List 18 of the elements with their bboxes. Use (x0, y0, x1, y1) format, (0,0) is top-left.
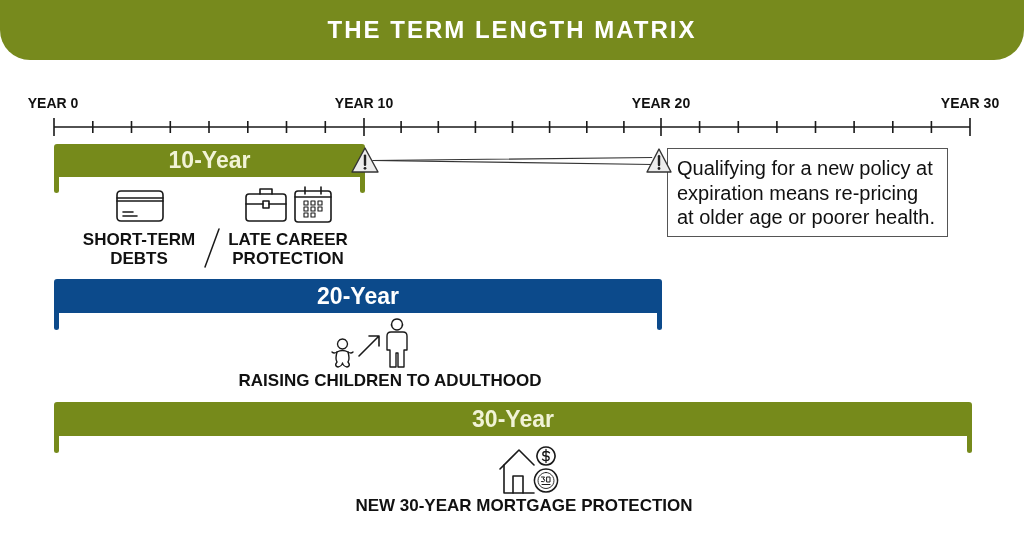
term-bar (54, 279, 662, 330)
axis-label: YEAR 20 (631, 95, 691, 111)
title-banner: THE TERM LENGTH MATRIX (0, 0, 1024, 60)
purpose-label: SHORT-TERM DEBTS (81, 230, 197, 268)
axis-label: YEAR 30 (940, 95, 1000, 111)
bar-title: 20-Year (317, 282, 399, 311)
axis-label: YEAR 10 (334, 95, 394, 111)
purpose-label: LATE CAREER PROTECTION (227, 230, 349, 268)
purpose-label: RAISING CHILDREN TO ADULTHOOD (238, 371, 542, 390)
purpose-label: NEW 30-YEAR MORTGAGE PROTECTION (355, 496, 693, 515)
bar-title: 30-Year (472, 405, 554, 434)
axis-label: YEAR 0 (27, 95, 79, 111)
term-bar (54, 144, 365, 193)
callout-box: Qualifying for a new policy at expiration means re-pricing at older age or poorer health. (667, 148, 948, 237)
term-bar (54, 402, 972, 453)
warning-icon (351, 147, 379, 173)
bar-title: 10-Year (168, 146, 251, 175)
warning-icon (646, 148, 672, 173)
